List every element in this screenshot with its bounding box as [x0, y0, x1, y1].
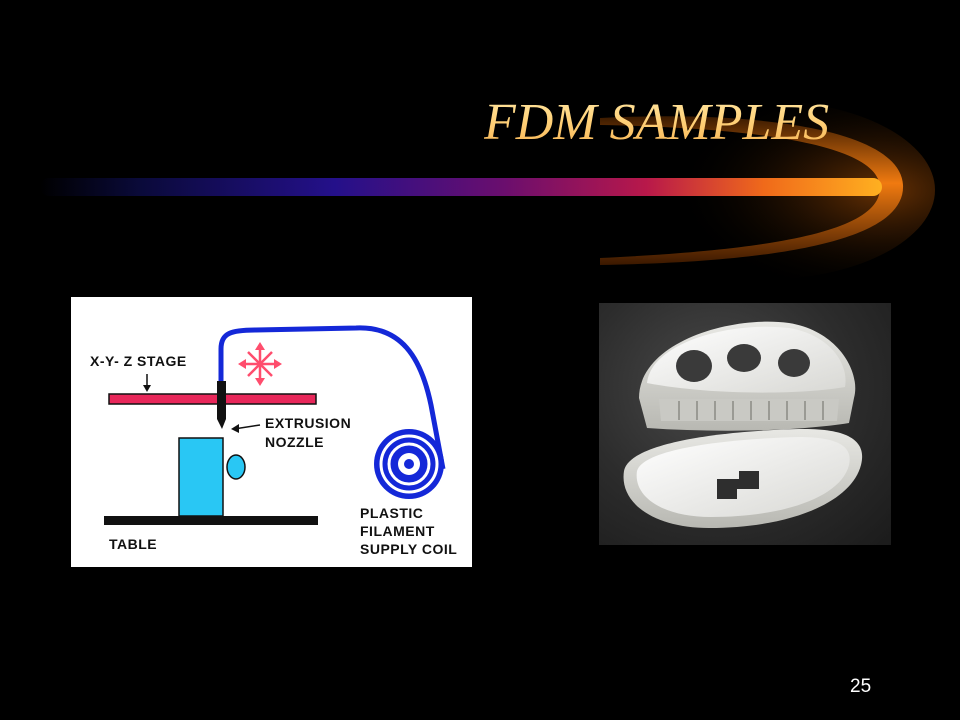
nozzle-label-line2: NOZZLE: [265, 434, 324, 450]
coil-label-line3: SUPPLY COIL: [360, 541, 458, 557]
nozzle-label-line1: EXTRUSION: [265, 415, 352, 431]
coil-label-line1: PLASTIC: [360, 505, 424, 521]
fdm-sample-photo-drawing: [623, 321, 863, 528]
xyz-stage-bar: [108, 393, 317, 405]
fdm-diagram: X-Y- Z STAGE EXTRUSION NOZZLE PLASTIC FI…: [71, 297, 472, 567]
stage-arrow-head: [143, 385, 151, 392]
supply-coil: [374, 429, 444, 499]
fdm-diagram-drawing: [104, 325, 446, 525]
slide-title: FDM SAMPLES: [484, 94, 830, 151]
stage-label: X-Y- Z STAGE: [90, 353, 187, 369]
page-number: 25: [850, 676, 872, 697]
table-surface: [104, 516, 318, 525]
printed-part: [178, 437, 224, 517]
extrusion-nozzle: [217, 381, 226, 419]
filament-line: [218, 325, 446, 470]
nozzle-arrow-head: [231, 424, 239, 433]
xyz-direction-arrows: [238, 342, 282, 386]
coil-label-line2: FILAMENT: [360, 523, 435, 539]
lower-tray-part: [623, 428, 863, 528]
swoosh-bar: [40, 178, 882, 196]
part-bump: [226, 454, 246, 480]
fdm-sample-photo: [599, 303, 891, 545]
upper-housing-part: [639, 321, 856, 431]
nozzle-tip: [217, 419, 226, 429]
table-label: TABLE: [109, 536, 158, 552]
